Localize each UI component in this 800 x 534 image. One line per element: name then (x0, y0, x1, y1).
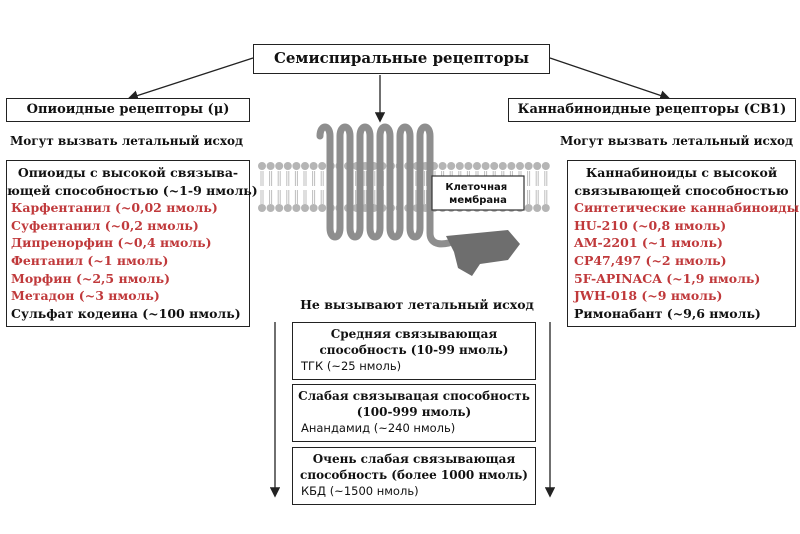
opioid-list-item: Карфентанил (~0,02 нмоль) (11, 200, 218, 216)
cell-membrane-illustration: Клеточная мембрана (258, 123, 550, 276)
opioid-box-title-1: Опиоиды с высокой связыва- (17, 165, 239, 180)
opioid-heading: Опиоидные рецепторы (μ) (6, 98, 250, 122)
non-lethal-label: Не вызывают летальный исход (300, 297, 534, 312)
affinity-box-very-weak-title-2: способность (более 1000 нмоль) (300, 468, 528, 482)
opioid-list-item: Дипренорфин (~0,4 нмоль) (11, 235, 212, 251)
affinity-box-weak: Слабая связывацая способность (100-999 н… (292, 384, 536, 442)
affinity-box-very-weak-item: КБД (~1500 нмоль) (301, 484, 419, 498)
membrane-label: Клеточная мембрана (445, 182, 510, 206)
opioid-list-item: Морфин (~2,5 нмоль) (11, 270, 171, 286)
cannabinoid-list-item: CP47,497 (~2 нмоль) (574, 252, 727, 268)
affinity-box-medium: Средняя связывающая способность (10-99 н… (292, 322, 536, 380)
affinity-box-very-weak: Очень слабая связывающая способность (бо… (292, 447, 536, 505)
opioid-box-title-2: ющей способностью (~1-9 нмоль) (7, 182, 258, 198)
affinity-box-medium-title-2: способность (10-99 нмоль) (319, 343, 509, 357)
opioid-lethal-label: Могут вызвать летальный исход (10, 134, 243, 148)
affinity-box-very-weak-title-1: Очень слабая связывающая (312, 452, 516, 466)
affinity-box-weak-title-2: (100-999 нмоль) (356, 405, 472, 419)
cannabinoid-list-item: JWH-018 (~9 нмоль) (574, 288, 723, 304)
arrow-to-opioid (127, 57, 254, 101)
cannabinoid-lethal-label: Могут вызвать летальный исход (560, 134, 793, 148)
cannabinoid-last-item: Римонабант (~9,6 нмоль) (574, 305, 761, 321)
opioid-last-item: Сульфат кодеина (~100 нмоль) (11, 305, 241, 321)
affinity-box-weak-item: Анандамид (~240 нмоль) (301, 421, 456, 435)
cannabinoid-box-title-2: связывающей способностью (574, 182, 789, 198)
cannabinoid-list-item: HU-210 (~0,8 нмоль) (574, 217, 727, 233)
affinity-box-medium-title-1: Средняя связывающая (330, 327, 498, 341)
cannabinoid-list-item: AM-2201 (~1 нмоль) (574, 235, 723, 251)
receptor-helices (316, 123, 462, 248)
opioid-list-item: Метадон (~3 нмоль) (11, 288, 160, 304)
cannabinoid-list-item: 5F-APINACA (~1,9 нмоль) (574, 270, 761, 286)
affinity-box-medium-item: ТГК (~25 нмоль) (301, 359, 402, 373)
cannabinoid-list-item: Синтетические каннабиноиды: (574, 200, 800, 216)
opioid-list-box: Опиоиды с высокой связыва- ющей способно… (6, 160, 258, 327)
cannabinoid-list-box: Каннабиноиды с высокой связывающей спосо… (567, 160, 800, 327)
affinity-box-weak-title-1: Слабая связывацая способность (298, 389, 530, 403)
page-title: Семиспиральные рецепторы (253, 44, 550, 74)
opioid-list-item: Фентанил (~1 нмоль) (11, 252, 169, 268)
g-protein-icon (446, 230, 520, 276)
arrow-to-cannabinoid (549, 57, 671, 101)
lipid-heads-top (258, 162, 550, 170)
cannabinoid-heading: Каннабиноидные рецепторы (CB1) (508, 98, 796, 122)
cannabinoid-box-title-1: Каннабиноиды с высокой (585, 165, 778, 180)
opioid-list-item: Суфентанил (~0,2 нмоль) (11, 217, 199, 233)
